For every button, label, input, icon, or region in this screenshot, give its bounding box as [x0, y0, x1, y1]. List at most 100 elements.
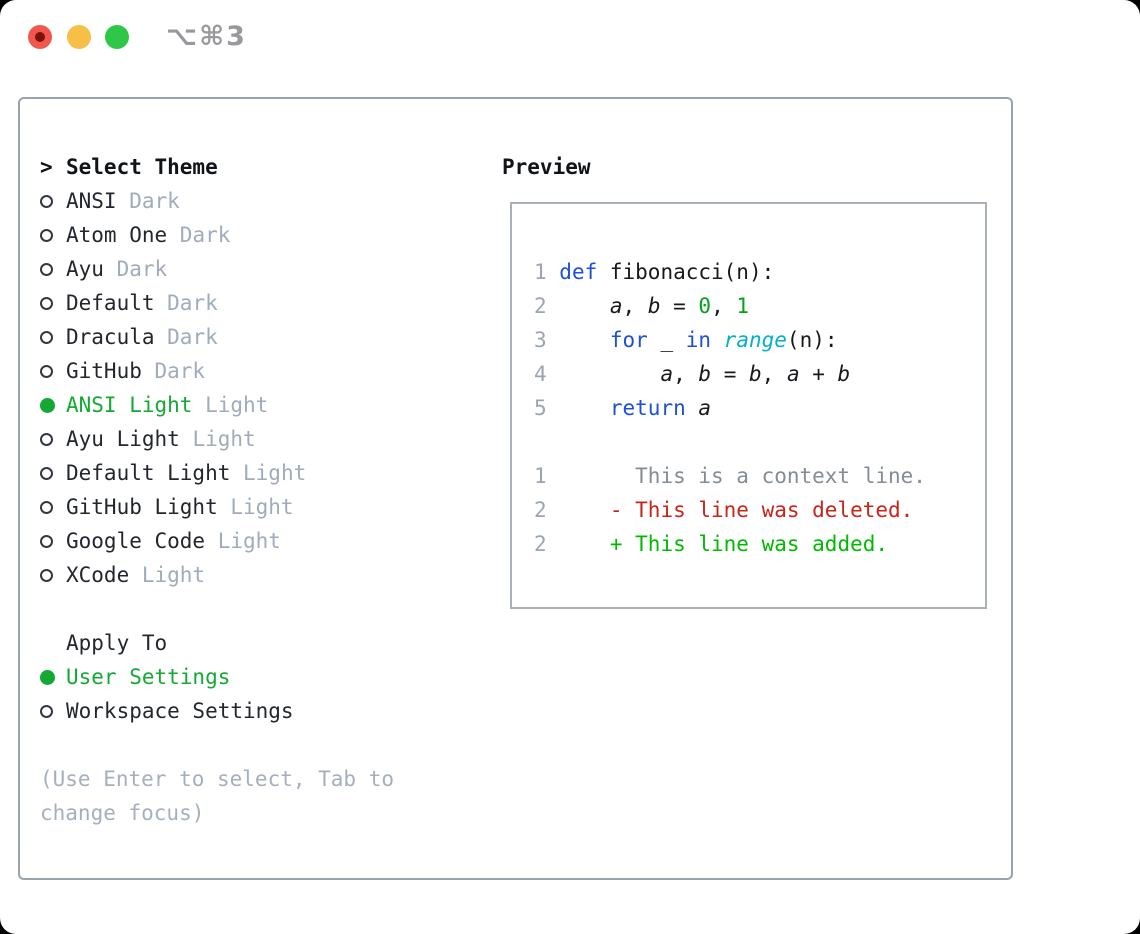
radio-unselected-icon	[40, 704, 53, 718]
code-token: a	[609, 294, 623, 318]
radio-unselected-icon	[40, 228, 53, 242]
apply-to-title: Apply To	[66, 631, 168, 655]
code-token: ,	[711, 294, 737, 318]
radio-unselected-icon	[40, 432, 53, 446]
apply-option-user-settings[interactable]: User Settings	[40, 660, 440, 694]
code-token: 0	[698, 294, 712, 318]
theme-option-ayu-light[interactable]: Ayu Light Light	[40, 422, 440, 456]
code-token	[686, 396, 699, 420]
radio-unselected-icon	[40, 194, 53, 208]
theme-tag: Light	[217, 529, 281, 553]
minimize-button[interactable]	[67, 25, 91, 49]
code-token: fibonacci(n):	[597, 260, 775, 284]
theme-tag: Light	[141, 563, 206, 587]
theme-option-xcode[interactable]: XCode Light	[40, 558, 440, 592]
theme-name: ANSI Light	[66, 393, 193, 417]
diff-sample: 1 This is a context line.2 - This line w…	[534, 459, 985, 561]
diff-text: + This line was added.	[559, 532, 889, 556]
code-token: 1	[736, 294, 750, 318]
theme-tag: Dark	[167, 325, 218, 349]
code-token: a	[698, 396, 712, 420]
theme-name: Ayu	[66, 257, 104, 281]
line-number: 2	[534, 532, 547, 556]
radio-unselected-icon	[40, 568, 53, 582]
line-number: 1	[534, 464, 547, 488]
theme-tag: Dark	[179, 223, 231, 247]
blank-line	[534, 425, 985, 459]
line-number: 5	[534, 396, 547, 420]
theme-option-github-light[interactable]: GitHub Light Light	[40, 490, 440, 524]
theme-option-ansi-light[interactable]: ANSI Light Light	[40, 388, 440, 422]
select-theme-header: > Select Theme	[40, 150, 440, 184]
code-token: b	[837, 362, 851, 386]
code-token	[559, 362, 660, 386]
theme-tag: Dark	[116, 257, 168, 281]
theme-tag: Dark	[167, 291, 218, 315]
close-button[interactable]	[28, 25, 52, 49]
code-token: b	[698, 362, 712, 386]
code-token: b	[749, 362, 762, 386]
theme-tag: Light	[192, 427, 256, 451]
diff-line-added: 2 + This line was added.	[534, 527, 985, 561]
theme-name: GitHub Light	[66, 495, 218, 519]
theme-tag: Dark	[154, 359, 206, 383]
window-title: ⌥⌘3	[166, 21, 247, 52]
theme-tag: Light	[230, 495, 294, 519]
code-token: a	[786, 362, 800, 386]
theme-tag: Light	[205, 393, 269, 417]
theme-name: Default	[66, 291, 155, 315]
radio-unselected-icon	[40, 466, 53, 480]
radio-unselected-icon	[40, 364, 53, 378]
select-theme-title: Select Theme	[66, 155, 218, 179]
theme-name: ANSI	[66, 189, 117, 213]
code-line: 4 a, b = b, a + b	[534, 357, 985, 391]
gap	[40, 728, 440, 762]
theme-option-ayu[interactable]: Ayu Dark	[40, 252, 440, 286]
preview-header: Preview	[502, 155, 591, 179]
radio-selected-icon	[40, 669, 55, 685]
theme-option-ansi[interactable]: ANSI Dark	[40, 184, 440, 218]
code-token: =	[711, 362, 749, 386]
code-token: a	[660, 362, 674, 386]
code-token: in	[685, 328, 712, 352]
code-line: 5 return a	[534, 391, 985, 425]
code-token: ,	[673, 362, 699, 386]
line-number: 4	[534, 362, 547, 386]
radio-unselected-icon	[40, 330, 53, 344]
theme-tag: Dark	[129, 189, 180, 213]
theme-option-default[interactable]: Default Dark	[40, 286, 440, 320]
selection-cursor-icon: >	[40, 155, 53, 179]
theme-name: XCode	[66, 563, 130, 587]
code-token	[559, 328, 610, 352]
theme-option-default-light[interactable]: Default Light Light	[40, 456, 440, 490]
code-token: _	[647, 328, 686, 352]
apply-option-workspace-settings[interactable]: Workspace Settings	[40, 694, 440, 728]
theme-tag: Light	[243, 461, 307, 485]
radio-selected-icon	[40, 397, 55, 413]
radio-unselected-icon	[40, 262, 53, 276]
theme-name: Default Light	[66, 461, 231, 485]
code-line: 3 for _ in range(n):	[534, 323, 985, 357]
theme-name: Ayu Light	[66, 427, 180, 451]
maximize-button[interactable]	[105, 25, 129, 49]
radio-unselected-icon	[40, 296, 53, 310]
code-token: range	[723, 328, 787, 352]
code-line: 2 a, b = 0, 1	[534, 289, 985, 323]
code-token: return	[609, 396, 686, 420]
line-number: 2	[534, 498, 547, 522]
unsaved-dot-icon	[35, 32, 45, 42]
code-token	[559, 396, 610, 420]
apply-option-label: Workspace Settings	[66, 699, 294, 723]
